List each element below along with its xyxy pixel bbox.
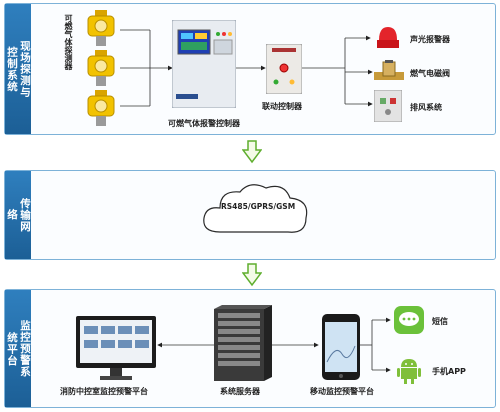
alarm-controller-icon <box>172 20 236 108</box>
protocol-label: RS485/GPRS/GSM <box>221 202 296 211</box>
output-label: 声光报警器 <box>410 35 450 44</box>
gas-valve-icon <box>374 60 404 80</box>
linkage-label: 联动控制器 <box>262 102 302 111</box>
siren-icon <box>377 27 399 48</box>
field-detection-panel: 现场探测与控制系统 <box>4 3 496 135</box>
sms-chat-icon <box>394 306 424 334</box>
exhaust-cabinet-icon <box>374 90 402 122</box>
panel-title: 现场探测与控制系统 <box>6 40 31 98</box>
panel-title: 监控预警系统平台 <box>6 319 31 378</box>
detector-label: 可燃气体探测器 <box>64 14 73 70</box>
down-arrow-icon <box>242 263 262 287</box>
server-icon <box>214 305 272 381</box>
panel-tag: 监控预警系统平台 <box>5 290 31 407</box>
cloud-icon <box>203 184 308 233</box>
gas-detector-icon <box>87 90 115 126</box>
panel-tag: 传输网络 <box>5 171 31 259</box>
server-label: 系统服务器 <box>220 387 260 396</box>
android-icon <box>397 359 421 384</box>
linkage-controller-icon <box>266 44 302 94</box>
mobile-phone-icon <box>322 314 360 380</box>
panel-title: 传输网络 <box>6 197 31 233</box>
down-arrow-icon <box>242 140 262 164</box>
output-label: 燃气电磁阀 <box>410 69 450 78</box>
controller-label: 可燃气体报警控制器 <box>168 119 240 128</box>
mobile-label: 移动监控预警平台 <box>310 387 374 396</box>
panel-tag: 现场探测与控制系统 <box>5 4 31 134</box>
gas-detector-icon <box>87 10 115 46</box>
sms-label: 短信 <box>432 317 448 326</box>
monitor-icon <box>76 316 156 380</box>
monitor-label: 消防中控室监控预警平台 <box>60 387 148 396</box>
gas-detector-icon <box>87 50 115 86</box>
output-label: 排风系统 <box>410 103 442 112</box>
app-label: 手机APP <box>432 367 466 376</box>
